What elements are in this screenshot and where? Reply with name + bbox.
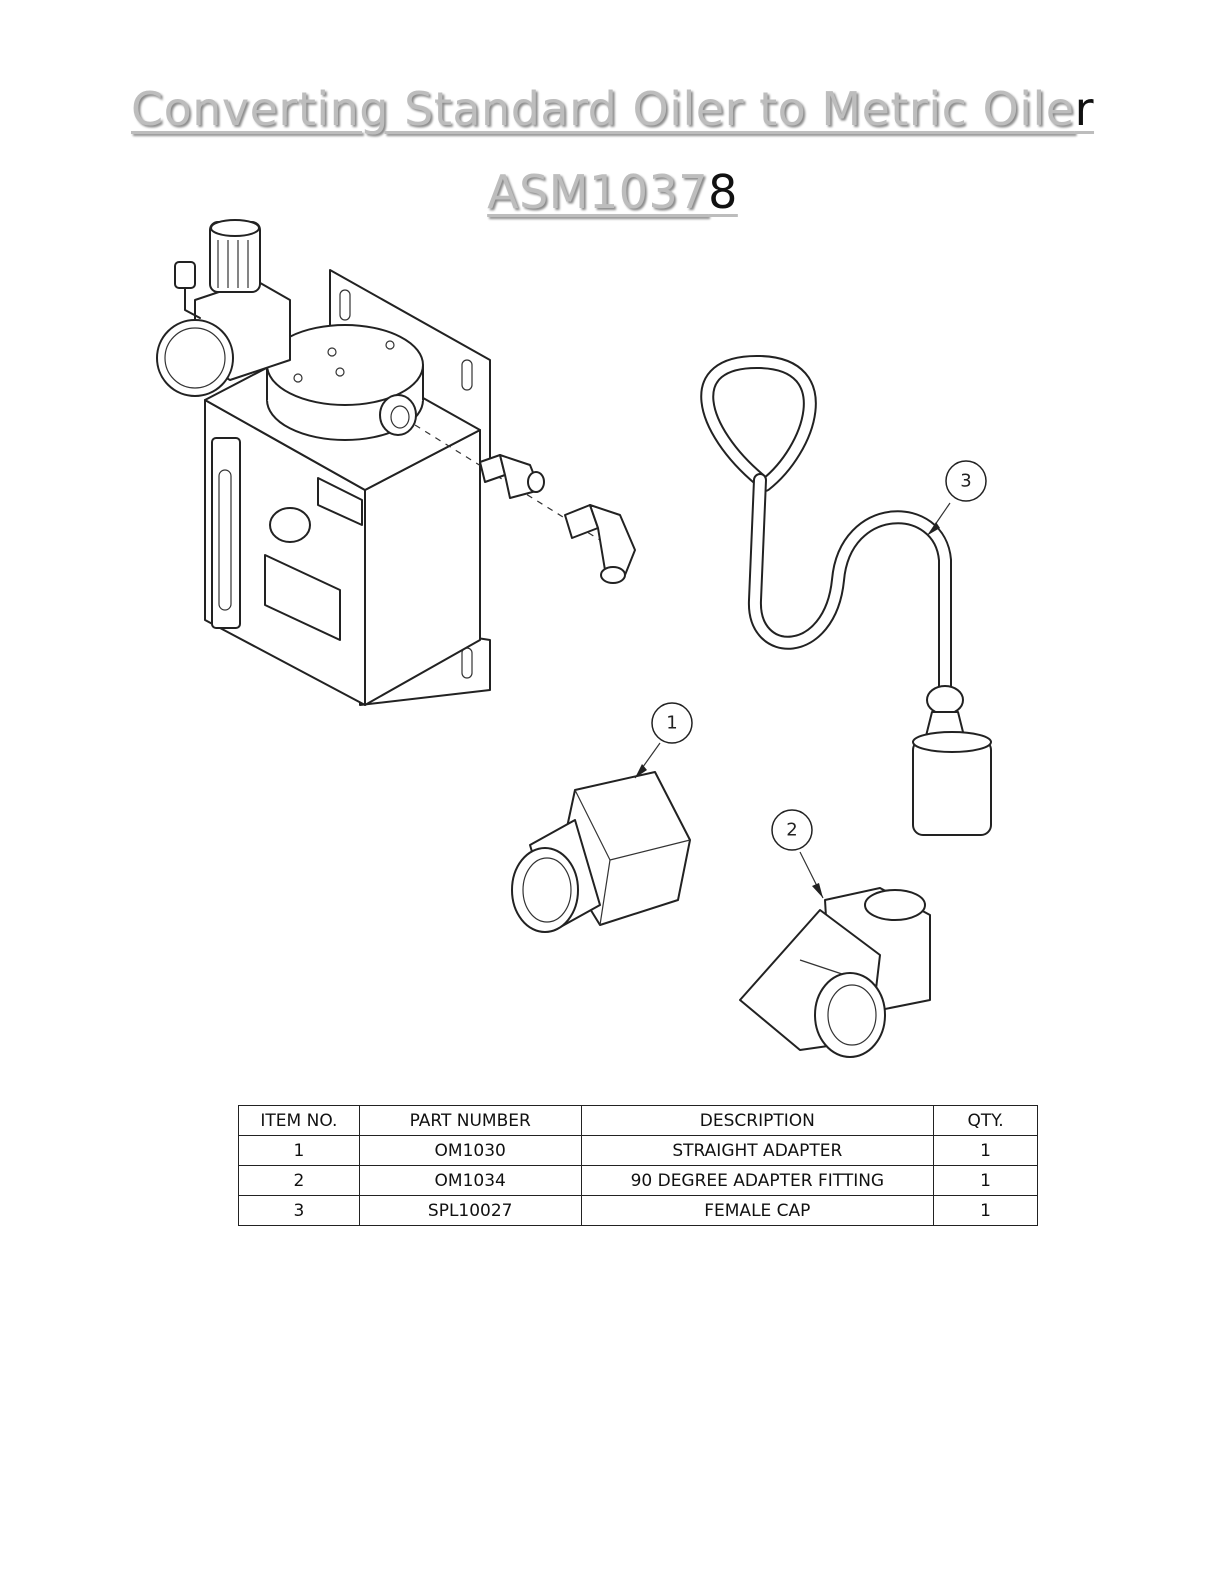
header-qty: QTY. (934, 1106, 1038, 1136)
header-item-no: ITEM NO. (239, 1106, 360, 1136)
balloon-1-label: 1 (666, 713, 677, 734)
straight-adapter-illustration (512, 772, 690, 932)
balloon-item-3: 3 (928, 461, 986, 535)
female-cap-illustration (707, 362, 991, 835)
cell-item-no: 1 (239, 1136, 360, 1166)
cell-part-number: SPL10027 (359, 1196, 581, 1226)
balloon-2-label: 2 (786, 820, 797, 841)
cell-item-no: 2 (239, 1166, 360, 1196)
assembly-drawing: 3 1 2 (0, 0, 1225, 1090)
header-part-number: PART NUMBER (359, 1106, 581, 1136)
cell-part-number: OM1034 (359, 1166, 581, 1196)
cell-description: FEMALE CAP (581, 1196, 934, 1226)
cell-qty: 1 (934, 1136, 1038, 1166)
balloon-3-label: 3 (960, 471, 971, 492)
bill-of-materials-table: ITEM NO. PART NUMBER DESCRIPTION QTY. 1 … (238, 1105, 1038, 1226)
cell-description: 90 DEGREE ADAPTER FITTING (581, 1166, 934, 1196)
elbow-adapter-illustration (740, 888, 930, 1057)
table-row: 3 SPL10027 FEMALE CAP 1 (239, 1196, 1038, 1226)
oiler-assembly (157, 220, 490, 705)
table-row: 1 OM1030 STRAIGHT ADAPTER 1 (239, 1136, 1038, 1166)
cell-qty: 1 (934, 1196, 1038, 1226)
balloon-item-1: 1 (635, 703, 692, 778)
cell-description: STRAIGHT ADAPTER (581, 1136, 934, 1166)
small-straight-adapter (480, 455, 544, 498)
table-header-row: ITEM NO. PART NUMBER DESCRIPTION QTY. (239, 1106, 1038, 1136)
cell-qty: 1 (934, 1166, 1038, 1196)
cell-item-no: 3 (239, 1196, 360, 1226)
balloon-item-2: 2 (772, 810, 823, 898)
table-row: 2 OM1034 90 DEGREE ADAPTER FITTING 1 (239, 1166, 1038, 1196)
header-description: DESCRIPTION (581, 1106, 934, 1136)
cell-part-number: OM1030 (359, 1136, 581, 1166)
small-elbow-fitting (565, 505, 635, 583)
